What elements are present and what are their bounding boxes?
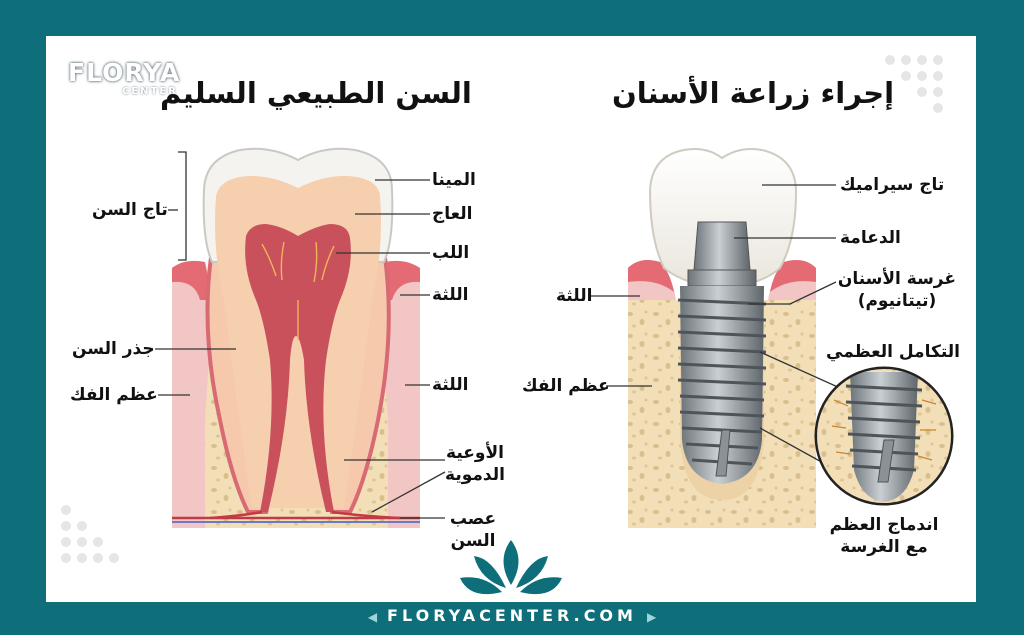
natural-tooth-illustration — [172, 147, 420, 528]
osseointegration-zoom — [759, 351, 954, 506]
label-gum-lower: اللثة — [432, 375, 469, 395]
label-ceramic-crown: تاج سيراميك — [840, 175, 945, 195]
natural-tooth-title: السن الطبيعي السليم — [160, 76, 472, 110]
label-nerve-line1: عصب — [449, 509, 497, 529]
label-implant-gum: اللثة — [556, 286, 593, 306]
label-implant-jaw-bone: عظم الفك — [522, 376, 610, 396]
implant-pointers — [590, 184, 837, 387]
label-abutment: الدعامة — [840, 228, 901, 248]
brand-logo-sub: CENTER — [122, 86, 178, 97]
label-blood-vessels-line1: الأوعية — [446, 443, 504, 463]
label-pulp: اللب — [432, 243, 470, 263]
label-root: جذر السن — [72, 339, 155, 359]
label-bone-fusion-line2: مع الغرسة — [840, 537, 928, 557]
decor-dots-top-right — [885, 55, 943, 113]
label-blood-vessels-line2: الدموية — [445, 465, 505, 485]
label-implant: غرسة الأسنان (تيتانيوم) — [838, 268, 956, 312]
footer-url[interactable]: FLORYACENTER.COM — [387, 606, 637, 625]
label-jaw-bone: عظم الفك — [70, 385, 158, 405]
label-osseointegration: التكامل العظمي — [826, 342, 960, 362]
label-dentin: العاج — [432, 204, 473, 224]
label-nerve-line2: السن — [450, 531, 496, 551]
lotus-logo-icon — [460, 540, 562, 595]
natural-tooth-pointers — [155, 151, 446, 519]
chevron-right-icon: ▶ — [646, 610, 657, 624]
label-crown: تاج السن — [92, 200, 168, 220]
footer: ◀ FLORYACENTER.COM ▶ — [0, 606, 1024, 625]
label-gum: اللثة — [432, 285, 469, 305]
brand-logo: FLORYA — [68, 58, 181, 87]
label-implant-line1: غرسة الأسنان — [837, 269, 956, 289]
implant-illustration — [628, 148, 816, 528]
label-bone-fusion-line1: اندماج العظم — [829, 515, 939, 535]
label-nerve: عصب السن — [446, 508, 500, 552]
decor-dots-bottom-left — [61, 505, 119, 563]
label-blood-vessels: الأوعية الدموية — [444, 442, 506, 486]
label-bone-fusion: اندماج العظم مع الغرسة — [822, 514, 946, 558]
label-enamel: المينا — [432, 170, 476, 190]
implant-title: إجراء زراعة الأسنان — [612, 76, 895, 110]
chevron-left-icon: ◀ — [367, 610, 378, 624]
label-implant-line2: (تيتانيوم) — [857, 291, 937, 311]
